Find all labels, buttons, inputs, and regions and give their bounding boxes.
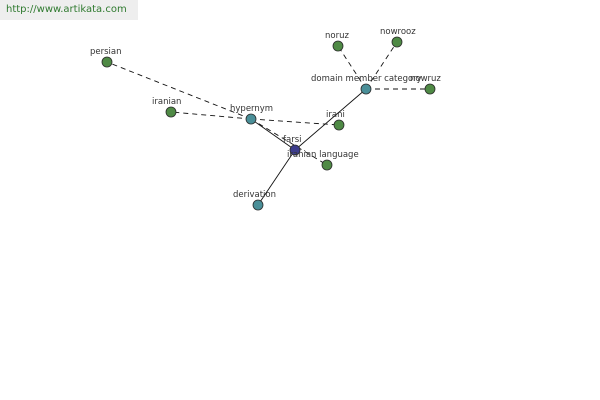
node-nowrooz[interactable] (391, 36, 403, 48)
node-noruz[interactable] (332, 40, 344, 52)
node-label-farsi: farsi (283, 135, 302, 145)
node-irani[interactable] (333, 119, 345, 131)
node-persian[interactable] (101, 56, 113, 68)
watermark-bar: http://www.artikata.com (0, 0, 138, 20)
node-derivation[interactable] (252, 199, 264, 211)
node-label-irani: irani (326, 110, 345, 120)
node-label-nowruz: nowruz (410, 74, 441, 84)
edges-layer (106, 41, 430, 206)
edge-hypernym-persian (106, 61, 252, 120)
node-label-persian: persian (90, 47, 122, 57)
edge-hypernym-iranian (170, 111, 252, 120)
node-label-hypernym: hypernym (230, 104, 273, 114)
node-hypernym[interactable] (245, 113, 257, 125)
edge-farsi-hypernym (250, 118, 296, 151)
nodes-layer (101, 36, 436, 211)
node-iranian-language[interactable] (321, 159, 333, 171)
edge-farsi-derivation (257, 149, 296, 206)
node-label-iranian: iranian (152, 97, 181, 107)
node-label-domain-member-category: domain member category (311, 74, 422, 84)
node-domain-member-category[interactable] (360, 83, 372, 95)
edge-domain-member-category-nowrooz (365, 41, 398, 90)
edge-hypernym-iranian-language (250, 118, 328, 166)
node-iranian[interactable] (165, 106, 177, 118)
node-label-iranian-language: iranian language (287, 150, 359, 160)
watermark-link[interactable]: http://www.artikata.com (6, 4, 127, 15)
node-farsi[interactable] (289, 144, 301, 156)
node-label-noruz: noruz (325, 31, 349, 41)
node-label-nowrooz: nowrooz (380, 27, 416, 37)
edge-farsi-domain-member-category (294, 88, 367, 151)
labels-layer: farsi hypernym domain member category deriv… (90, 27, 441, 200)
edge-hypernym-irani (250, 118, 340, 126)
node-nowruz[interactable] (424, 83, 436, 95)
node-label-derivation: derivation (233, 190, 276, 200)
